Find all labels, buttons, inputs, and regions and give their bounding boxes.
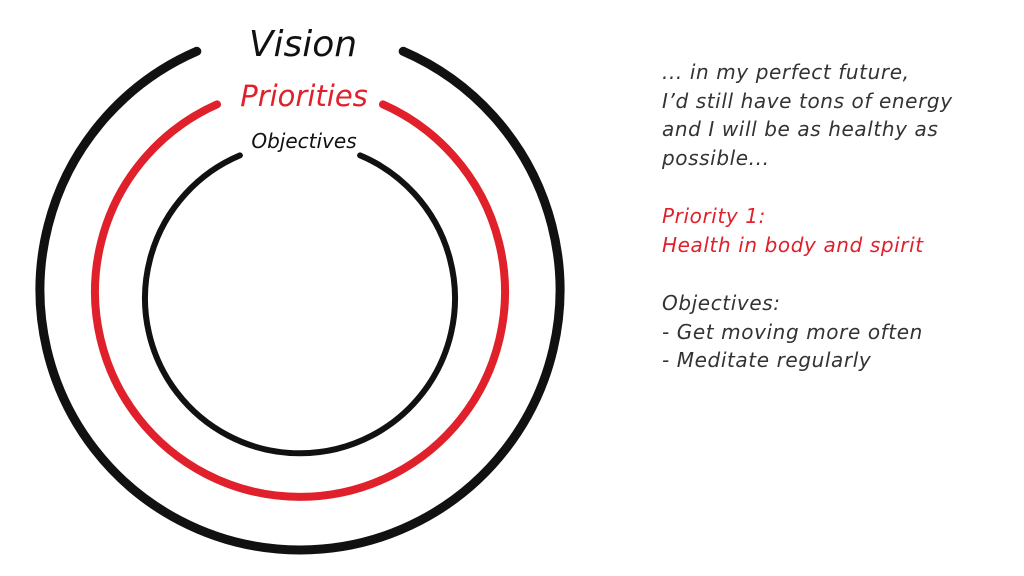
objectives-ring — [142, 152, 458, 457]
objectives-description: Objectives: - Get moving more often - Me… — [662, 289, 1012, 375]
priority-heading: Priority 1: — [662, 204, 766, 228]
priorities-label: Priorities — [240, 79, 368, 113]
priority-text: Health in body and spirit — [662, 232, 924, 257]
vision-line: I’d still have tons of energy — [662, 88, 953, 113]
vision-description: ... in my perfect future, I’d still have… — [662, 58, 1012, 172]
vision-line: possible... — [662, 145, 770, 170]
description-panel: ... in my perfect future, I’d still have… — [662, 58, 1012, 375]
objectives-heading: Objectives: — [662, 291, 781, 315]
objective-item: - Meditate regularly — [662, 348, 872, 372]
objectives-label: Objectives — [251, 129, 356, 153]
objective-item: - Get moving more often — [662, 319, 923, 344]
vision-line: and I will be as healthy as — [662, 117, 939, 141]
priority-description: Priority 1: Health in body and spirit — [662, 202, 1012, 259]
priorities-ring — [91, 100, 509, 501]
vision-label: Vision — [249, 24, 357, 65]
vision-line: ... in my perfect future, — [662, 60, 910, 84]
vision-ring — [35, 46, 565, 555]
